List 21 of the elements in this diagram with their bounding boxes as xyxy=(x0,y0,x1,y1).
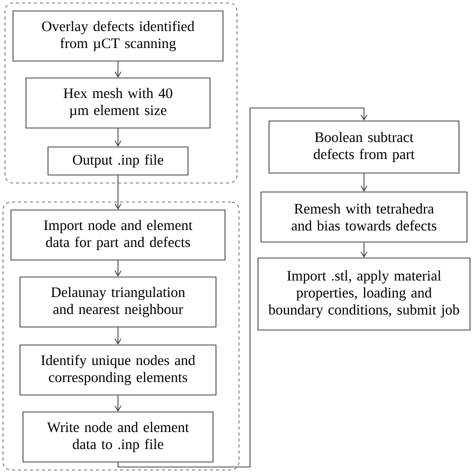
arrow xyxy=(114,395,122,412)
arrow xyxy=(360,242,368,258)
arrow xyxy=(114,175,122,210)
process-box: Boolean subtract defects from part xyxy=(268,120,460,174)
process-box: Import .stl, apply material properties, loading and boundary conditions, submit job xyxy=(258,258,470,330)
arrow xyxy=(114,61,122,78)
process-box: Identify unique nodes and corresponding elements xyxy=(20,344,216,396)
arrow xyxy=(114,327,122,345)
dashed-group-frame xyxy=(4,2,238,184)
arrow xyxy=(360,173,368,192)
process-box: Remesh with tetrahedra and bias towards defects xyxy=(260,192,468,242)
arrow xyxy=(114,260,122,277)
arrow xyxy=(114,128,122,147)
process-box: Output .inp file xyxy=(48,146,188,176)
process-box: Hex mesh with 40 µm element size xyxy=(26,78,210,128)
arrow xyxy=(118,108,368,468)
process-box: Overlay defects identified from µCT scanning xyxy=(12,10,224,62)
dashed-group-frame xyxy=(2,202,240,470)
process-box: Delaunay triangulation and nearest neighbour xyxy=(20,276,216,328)
process-box: Write node and element data to .inp file xyxy=(22,412,214,462)
process-box: Import node and element data for part and defects xyxy=(10,210,226,260)
